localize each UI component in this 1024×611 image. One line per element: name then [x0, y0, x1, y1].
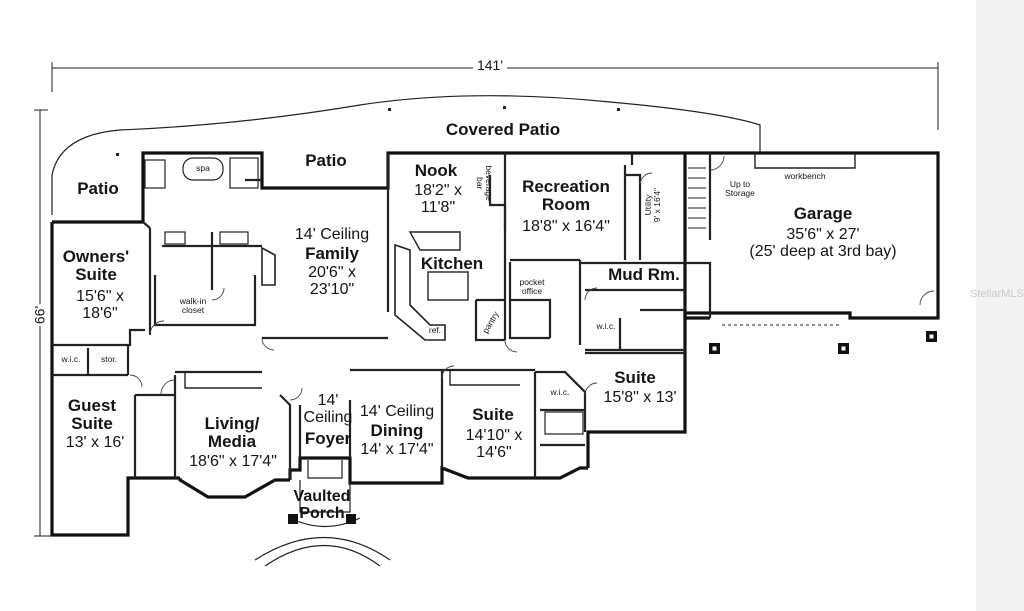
- right-suite-size: 15'8" x 13': [603, 389, 677, 406]
- patio-center-label: Patio: [305, 151, 347, 170]
- garage-size: 35'6" x 27' (25' deep at 3rd bay): [749, 226, 897, 261]
- patio-left-label: Patio: [77, 179, 119, 198]
- overall-width-dimension: 141': [472, 57, 508, 74]
- garage-name: Garage: [793, 204, 853, 223]
- exterior-walls: [50, 151, 940, 537]
- family-size: 20'6" x 23'10": [308, 264, 356, 299]
- owners-suite-size: 15'6" x 18'6": [76, 288, 124, 323]
- owners-suite-name: Owners' Suite: [62, 247, 130, 285]
- utility-label: Utility 9' x 16'4": [642, 187, 662, 223]
- workbench-label: workbench: [784, 171, 826, 181]
- dining-size: 14' x 17'4": [360, 441, 434, 458]
- beverage-bar-label: beverage bar: [475, 165, 495, 201]
- door-arcs: [129, 155, 935, 401]
- recreation-room-name: Recreation Room: [522, 177, 610, 215]
- up-to-storage-label: Up to Storage: [725, 179, 755, 199]
- center-suite-size: 14'10" x 14'6": [465, 427, 523, 462]
- pocket-office-label: pocket office: [519, 277, 545, 297]
- vaulted-porch-label: Vaulted Porch: [293, 488, 351, 523]
- covered-patio-outline: [51, 95, 761, 215]
- right-suite-name: Suite: [614, 368, 656, 387]
- foyer-ceiling-label: 14' Ceiling: [303, 392, 353, 427]
- recreation-room-size: 18'8" x 16'4": [522, 218, 610, 235]
- right-suite-wic-label: w.i.c.: [596, 321, 616, 331]
- garage-posts: [709, 331, 937, 354]
- ref-label: ref.: [428, 325, 442, 335]
- overall-depth-dimension: 66': [31, 303, 48, 327]
- mls-watermark: StellarMLS: [970, 288, 1024, 300]
- guest-suite-name: Guest Suite: [67, 396, 117, 434]
- kitchen-name: Kitchen: [420, 254, 484, 273]
- dining-name: Dining: [370, 421, 424, 440]
- porch-columns: [288, 514, 356, 524]
- interior-walls: [52, 153, 856, 480]
- guest-storage-label: stor.: [100, 354, 118, 364]
- walk-in-closet-label: walk-in closet: [179, 296, 207, 316]
- guest-wic-label: w.i.c.: [61, 354, 81, 364]
- center-suite-wic-label: w.i.c.: [550, 387, 570, 397]
- dining-ceiling-label: 14' Ceiling: [359, 403, 435, 420]
- covered-patio-label: Covered Patio: [445, 120, 561, 139]
- nook-name: Nook: [414, 161, 458, 180]
- center-suite-name: Suite: [472, 405, 514, 424]
- family-ceiling-label: 14' Ceiling: [294, 226, 370, 243]
- living-media-name: Living/ Media: [204, 414, 260, 452]
- right-margin-strip: [976, 0, 1024, 611]
- spa-label: spa: [196, 163, 210, 173]
- foyer-name: Foyer: [304, 429, 352, 448]
- guest-suite-size: 13' x 16': [65, 434, 125, 451]
- mud-room-label: Mud Rm.: [608, 265, 680, 284]
- family-name: Family: [305, 244, 359, 263]
- living-media-size: 18'6" x 17'4": [189, 453, 277, 470]
- nook-size: 18'2" x 11'8": [414, 182, 462, 217]
- patio-posts: [116, 106, 620, 156]
